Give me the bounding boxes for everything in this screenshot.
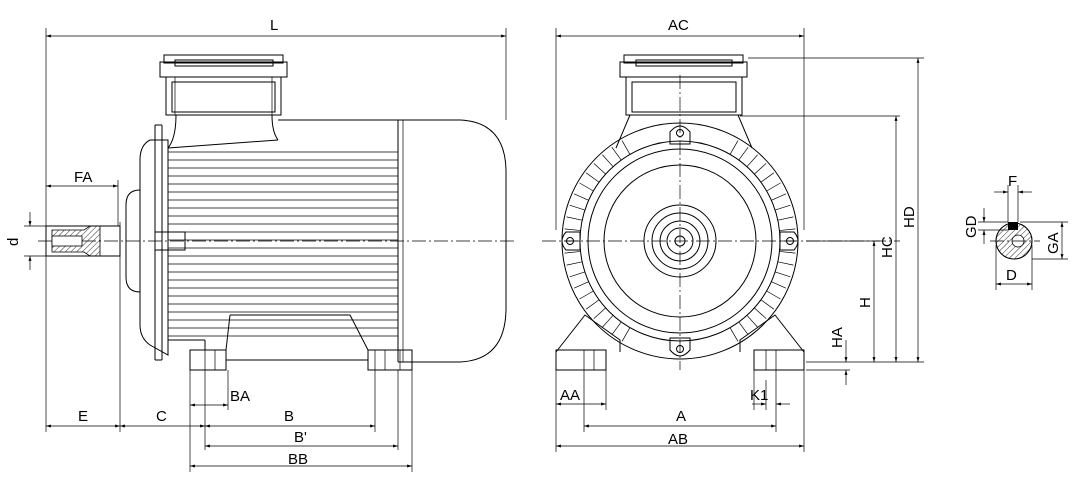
front-fin bbox=[611, 146, 622, 161]
fan-cover bbox=[398, 119, 507, 363]
label-BA: BA bbox=[230, 388, 250, 405]
label-F: F bbox=[1008, 173, 1017, 190]
front-fin bbox=[754, 163, 767, 175]
label-D: D bbox=[1006, 267, 1017, 284]
front-fin bbox=[585, 172, 600, 183]
front-view bbox=[542, 28, 924, 452]
label-E: E bbox=[78, 408, 88, 425]
front-fin bbox=[766, 182, 781, 192]
label-B-prime: B' bbox=[294, 429, 307, 446]
front-fin bbox=[579, 182, 594, 192]
front-fin bbox=[777, 216, 794, 221]
label-C: C bbox=[156, 408, 167, 425]
front-fin bbox=[777, 261, 794, 266]
terminal-box bbox=[159, 54, 288, 149]
side-dimensions bbox=[24, 28, 507, 472]
terminal-box-front bbox=[615, 54, 753, 149]
front-fin bbox=[579, 290, 594, 300]
label-HA: HA bbox=[829, 327, 846, 348]
label-d: d bbox=[5, 238, 22, 246]
label-HD: HD bbox=[901, 206, 918, 228]
front-fin bbox=[611, 321, 622, 336]
front-fin bbox=[566, 261, 583, 266]
mounting-feet bbox=[189, 314, 413, 371]
label-HC: HC bbox=[879, 236, 896, 258]
front-fin bbox=[760, 172, 775, 183]
label-AA: AA bbox=[560, 387, 580, 404]
front-fin bbox=[771, 193, 787, 201]
front-fin bbox=[746, 315, 758, 328]
label-AB: AB bbox=[668, 431, 688, 448]
shaft bbox=[45, 216, 127, 266]
front-fin bbox=[774, 204, 791, 211]
front-fin bbox=[760, 299, 775, 310]
front-fin bbox=[729, 140, 739, 155]
label-L: L bbox=[270, 17, 278, 34]
front-fin bbox=[564, 251, 581, 254]
shaft-section bbox=[978, 185, 1068, 290]
label-GA: GA bbox=[1045, 232, 1062, 254]
label-BB: BB bbox=[288, 451, 308, 468]
label-B: B bbox=[284, 408, 294, 425]
front-fin bbox=[738, 321, 749, 336]
front-fin bbox=[729, 327, 739, 342]
label-A: A bbox=[676, 408, 686, 425]
label-GD: GD bbox=[963, 215, 980, 238]
front-feet bbox=[555, 314, 805, 371]
front-fin bbox=[569, 271, 586, 278]
front-fin bbox=[754, 307, 767, 319]
front-fin bbox=[573, 281, 589, 289]
front-fin bbox=[569, 204, 586, 211]
front-fin bbox=[573, 193, 589, 201]
front-fin bbox=[746, 154, 758, 167]
front-fin bbox=[774, 271, 791, 278]
cooling-fins bbox=[168, 151, 398, 337]
label-FA: FA bbox=[74, 169, 92, 186]
front-fin bbox=[779, 251, 796, 254]
front-fin bbox=[602, 154, 614, 167]
label-K1: K1 bbox=[750, 387, 768, 404]
front-fin bbox=[779, 228, 796, 231]
front-fin bbox=[738, 146, 749, 161]
front-fin bbox=[621, 140, 631, 155]
side-view bbox=[24, 28, 515, 472]
front-fin bbox=[566, 216, 583, 221]
front-fin bbox=[771, 281, 787, 289]
front-dimensions bbox=[555, 28, 924, 452]
dimension-labels: L AC FA d E C BA B B' BB HD HC H HA AA A… bbox=[5, 17, 1062, 468]
front-fin bbox=[593, 307, 606, 319]
front-fin bbox=[593, 163, 606, 175]
front-fin bbox=[602, 315, 614, 328]
label-AC: AC bbox=[668, 17, 689, 34]
front-fin bbox=[564, 228, 581, 231]
front-fin bbox=[585, 299, 600, 310]
label-H: H bbox=[857, 297, 874, 308]
front-fin bbox=[766, 290, 781, 300]
fixing-lugs bbox=[561, 125, 799, 357]
end-shield bbox=[125, 124, 186, 361]
front-fin bbox=[621, 327, 631, 342]
